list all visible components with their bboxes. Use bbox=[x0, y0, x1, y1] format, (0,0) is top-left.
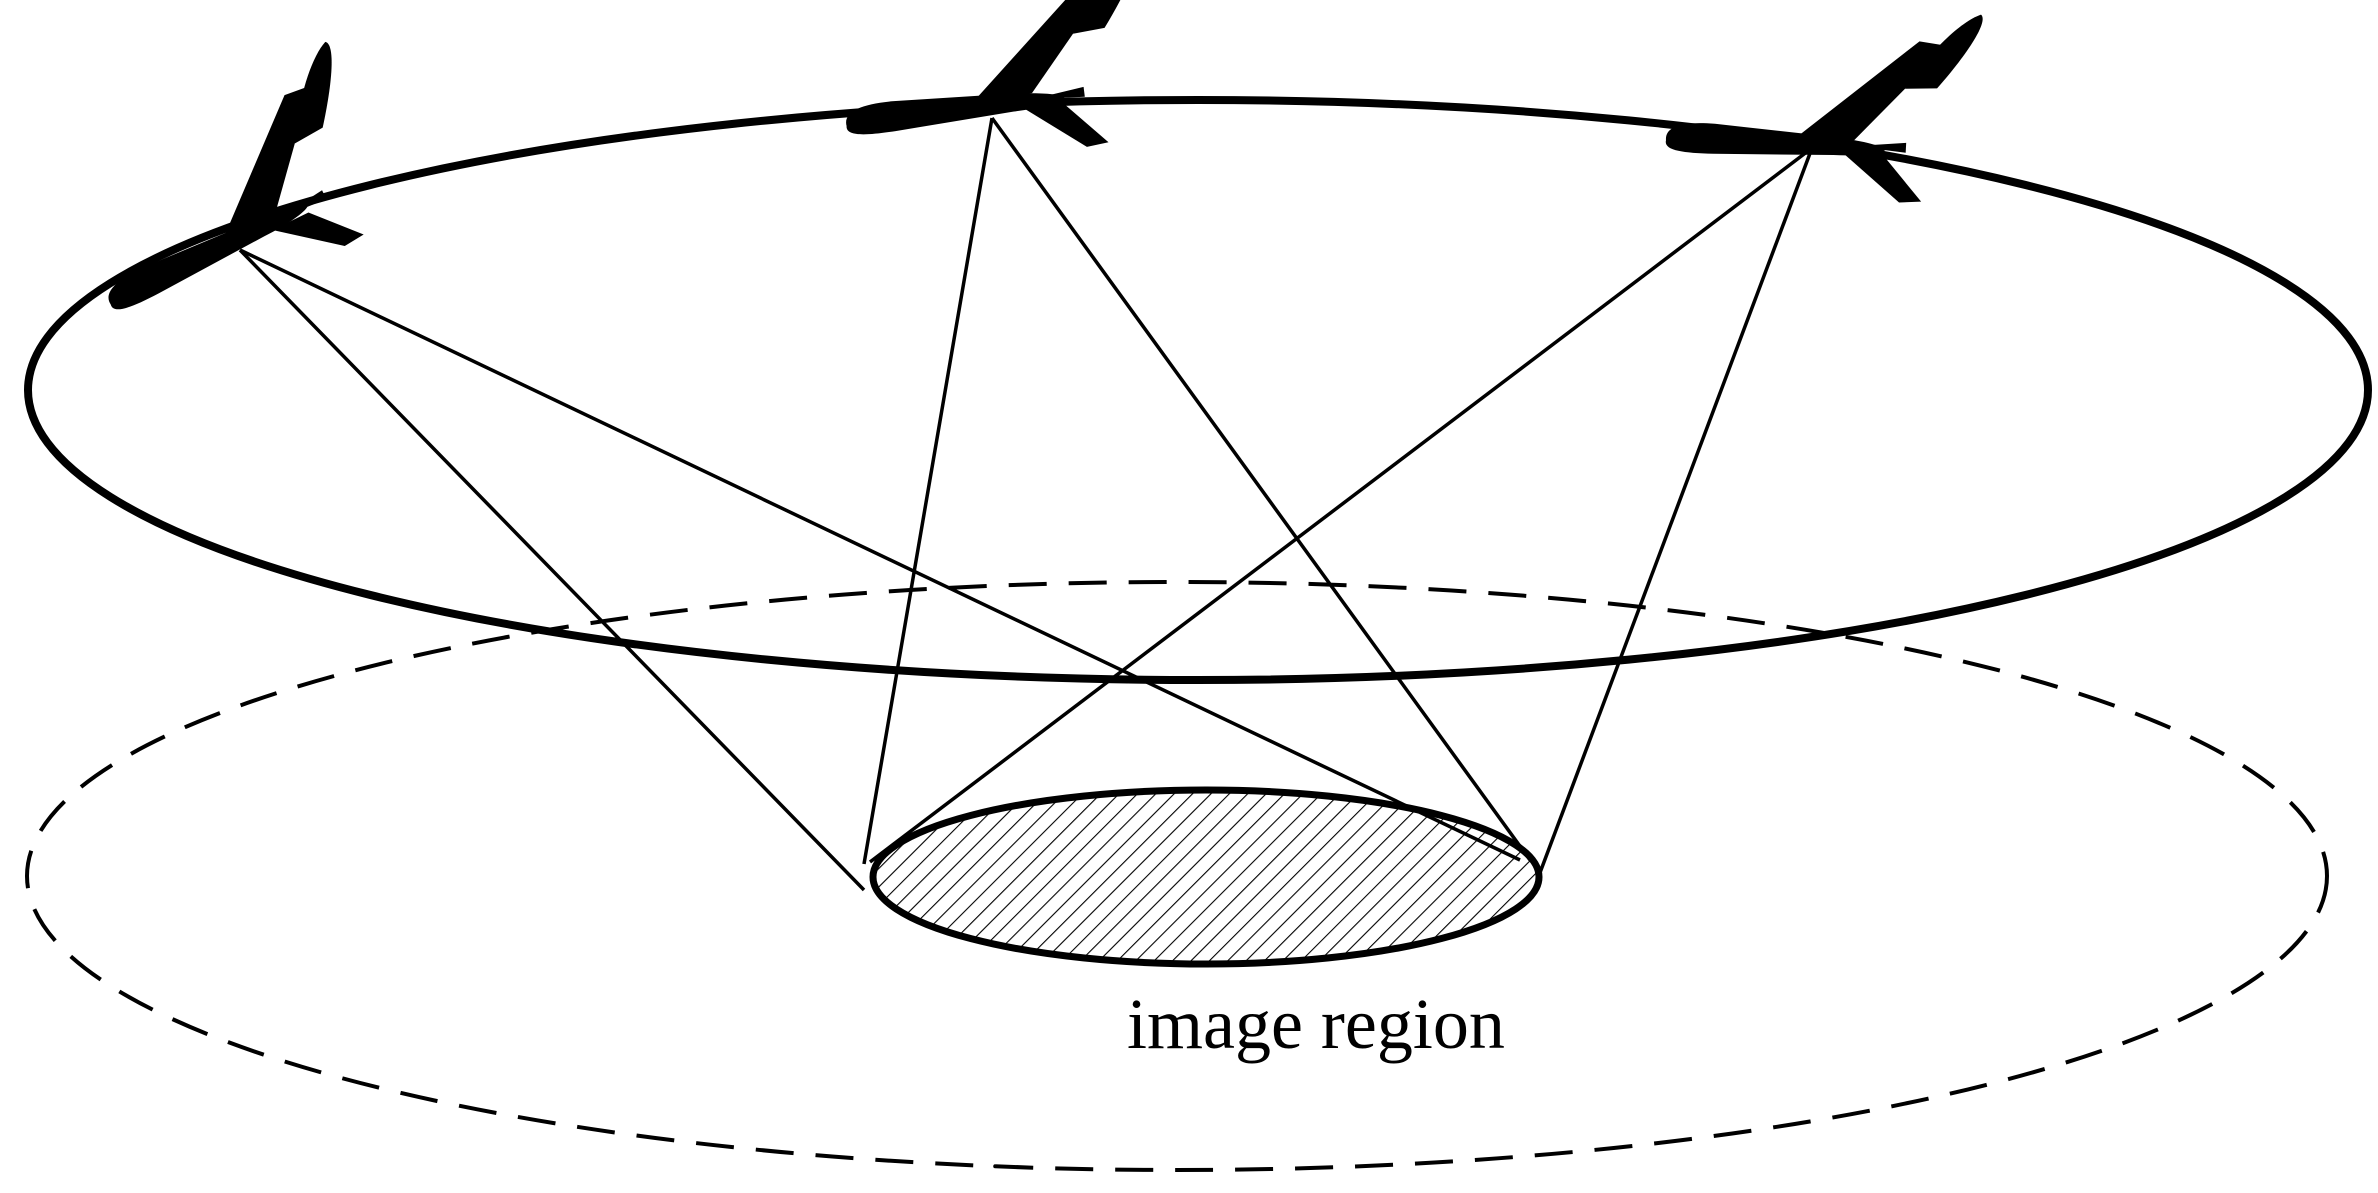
ray-plane2-right bbox=[990, 116, 1532, 862]
coverage-boundary-dashed-ellipse bbox=[25, 580, 2329, 1172]
ray-plane2-left bbox=[862, 117, 994, 865]
ray-plane3-right bbox=[1536, 147, 1814, 879]
ray-plane3-left bbox=[868, 146, 1814, 864]
image-region-hatched-ellipse bbox=[869, 786, 1543, 968]
aircraft-3-icon bbox=[1663, 0, 1983, 207]
image-region-label: image region bbox=[1127, 984, 1505, 1064]
flight-path-ellipse bbox=[24, 96, 2372, 684]
ray-plane1-right bbox=[239, 248, 1521, 862]
aircraft-1-icon bbox=[48, 40, 412, 350]
sight-lines bbox=[238, 116, 1814, 892]
ray-plane1-left bbox=[238, 248, 866, 892]
aircraft-2-icon bbox=[829, 0, 1161, 176]
